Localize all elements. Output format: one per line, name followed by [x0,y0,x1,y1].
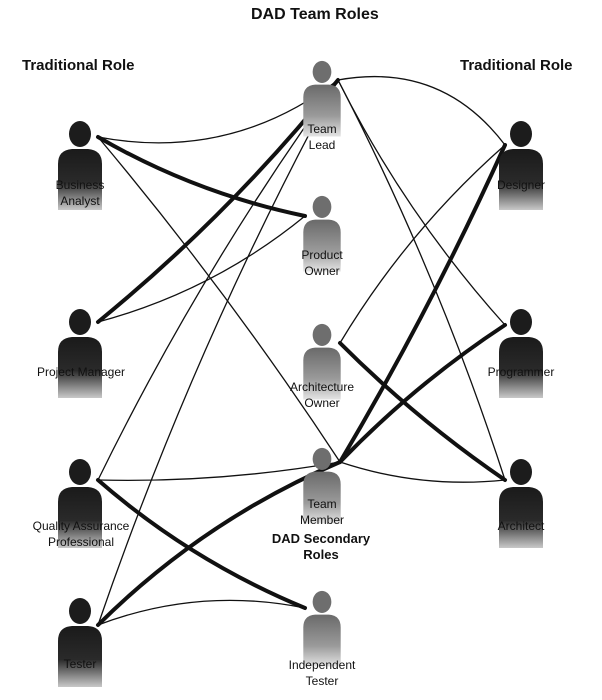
dad-secondary-roles-heading: DAD Secondary Roles [271,531,371,562]
connection-team_lead-architect [337,79,506,481]
role-label-tester: Tester [63,657,97,671]
independent-tester-person-icon [303,590,341,667]
connection-team_lead-designer [337,75,506,146]
traditional-role-heading-left: Traditional Role [22,57,135,74]
qa-professional-person-icon [58,459,102,548]
connection-architecture_owner-architect [338,341,507,482]
architecture-owner-person-icon [303,323,341,400]
connection-team_lead-tester [97,79,339,626]
connection-team_member-architect [339,461,506,483]
role-figures [58,60,543,687]
connection-independent_tester-qa_professional [96,478,307,610]
traditional-role-heading-right: Traditional Role [460,57,573,74]
diagram-title: DAD Team Roles [251,6,379,23]
connection-product_owner-project_manager [97,215,306,323]
business-analyst-person-icon [58,121,102,210]
role-label-programmer: Programmer [487,365,555,379]
team-lead-person-icon [303,60,341,137]
connection-team_member-designer [338,143,507,464]
programmer-person-icon [499,309,543,398]
connection-independent_tester-tester [97,599,306,626]
role-label-designer: Designer [496,178,546,192]
connection-team_member-qa_professional [97,461,341,482]
connection-team_lead-project_manager [96,78,340,324]
architect-person-icon [499,459,543,548]
product-owner-person-icon [303,195,341,272]
connection-team_member-business_analyst [97,136,341,463]
connection-team_lead-qa_professional [97,79,339,481]
project-manager-person-icon [58,309,102,398]
tester-person-icon [58,598,102,687]
role-label-project-manager: Project Manager [36,365,126,379]
connection-product_owner-business_analyst [96,135,307,218]
role-label-architect: Architect [497,519,545,533]
connection-architecture_owner-designer [339,144,506,344]
connection-team_member-programmer [338,323,507,464]
designer-person-icon [499,121,543,210]
team-member-person-icon [303,447,341,524]
